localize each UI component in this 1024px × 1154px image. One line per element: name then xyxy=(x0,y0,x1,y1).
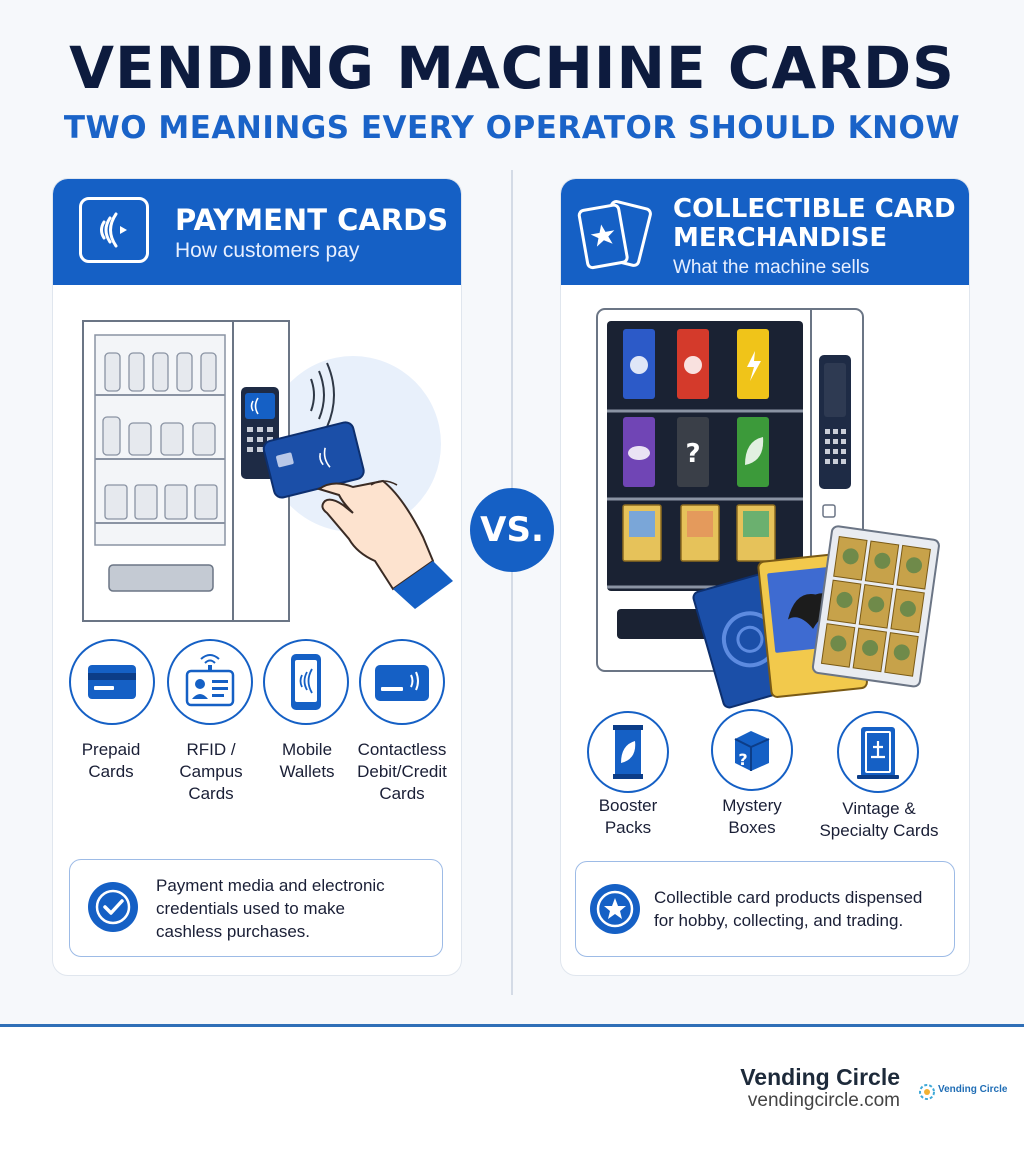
collectible-cards-note: Collectible card products dispensed for … xyxy=(575,861,955,957)
collectible-cards-panel: COLLECTIBLE CARD MERCHANDISE What the ma… xyxy=(560,178,970,976)
mobile-wallets-label: Mobile Wallets xyxy=(279,740,335,781)
booster-pack-icon xyxy=(587,711,669,793)
checkmark-icon xyxy=(88,882,138,932)
mystery-boxes-label: Mystery Boxes xyxy=(722,796,782,837)
contactless-icon xyxy=(79,197,149,263)
payment-cards-panel: PAYMENT CARDS How customers pay xyxy=(52,178,462,976)
collectible-vending-illustration: ? xyxy=(596,308,940,709)
booster-packs-label: Booster Packs xyxy=(598,796,658,837)
brand-url: vendingcircle.com xyxy=(747,1090,900,1111)
brand-logo-mark-icon xyxy=(919,1084,935,1100)
brand-logo-text: Vending Circle xyxy=(938,1084,1008,1095)
page-subtitle: TWO MEANINGS EVERY OPERATOR SHOULD KNOW xyxy=(63,110,961,146)
collectible-cards-title: COLLECTIBLE CARD MERCHANDISE xyxy=(673,194,956,253)
id-badge-icon xyxy=(167,639,253,725)
payment-cards-header: PAYMENT CARDS How customers pay xyxy=(53,179,461,285)
contactless-cards-label: Contactless Debit/Credit Cards xyxy=(357,740,447,803)
prepaid-cards-label: Prepaid Cards xyxy=(81,740,141,781)
mystery-box-icon: ? xyxy=(711,709,793,791)
payment-cards-subtitle: How customers pay xyxy=(175,239,360,262)
footer-divider xyxy=(0,1024,1024,1027)
rfid-campus-cards-label: RFID / Campus Cards xyxy=(179,740,243,803)
mobile-wallet-icon xyxy=(263,639,349,725)
center-divider xyxy=(511,170,513,995)
svg-text:?: ? xyxy=(685,439,700,469)
brand-name: Vending Circle xyxy=(740,1064,900,1090)
svg-text:?: ? xyxy=(738,750,747,769)
collectible-cards-subtitle: What the machine sells xyxy=(673,257,870,278)
payment-vending-illustration xyxy=(82,320,453,622)
vs-badge: VS. xyxy=(470,488,554,572)
specialty-card-icon xyxy=(837,711,919,793)
payment-cards-note-text: Payment media and electronic credentials… xyxy=(156,876,385,941)
payment-cards-title: PAYMENT CARDS xyxy=(175,203,449,237)
page-title: VENDING MACHINE CARDS xyxy=(69,34,955,102)
vintage-specialty-cards-label: Vintage & Specialty Cards xyxy=(819,799,939,840)
star-icon xyxy=(590,884,640,934)
trading-cards-icon xyxy=(577,200,652,270)
payment-cards-note: Payment media and electronic credentials… xyxy=(69,859,443,957)
collectible-cards-note-text: Collectible card products dispensed for … xyxy=(654,888,923,930)
collectible-cards-header: COLLECTIBLE CARD MERCHANDISE What the ma… xyxy=(561,179,969,285)
contactless-card-icon xyxy=(359,639,445,725)
prepaid-card-icon xyxy=(69,639,155,725)
brand-logo: Vending Circle xyxy=(918,1080,1008,1104)
